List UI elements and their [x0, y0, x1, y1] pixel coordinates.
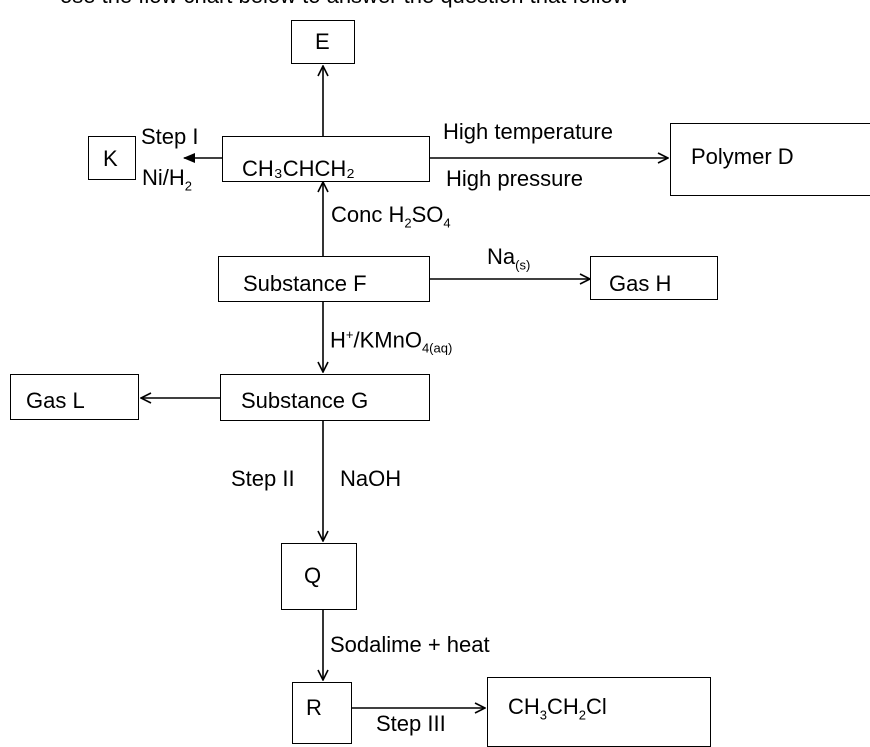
label-step-2: Step II — [231, 466, 295, 491]
node-gas-h: Gas H — [590, 256, 718, 300]
node-k: K — [88, 136, 136, 180]
node-substance-f: Substance F — [218, 256, 430, 302]
label-step-3: Step III — [376, 711, 446, 736]
node-e: E — [291, 20, 355, 64]
label-step-1: Step I — [141, 124, 199, 149]
label-naoh: NaOH — [340, 466, 402, 491]
node-gas-l: Gas L — [10, 374, 139, 420]
node-q: Q — [281, 543, 357, 610]
node-polymer-d: Polymer D — [670, 123, 870, 196]
label-na: Na(s) — [487, 244, 531, 273]
header-fragment: ose the flow chart below to answer the q… — [0, 0, 870, 10]
node-main-compound: CH₃CHCH₂ — [222, 136, 430, 182]
label-h-kmno4: H+/KMnO4(aq) — [330, 327, 453, 356]
label-high-pressure: High pressure — [446, 166, 583, 191]
node-substance-g: Substance G — [220, 374, 430, 421]
label-sodalime-heat: Sodalime + heat — [330, 632, 490, 657]
node-r: R — [292, 682, 352, 744]
label-high-temperature: High temperature — [443, 119, 613, 144]
label-conc-h2so4: Conc H2SO4 — [331, 202, 451, 231]
node-product: CH3CH2Cl — [487, 677, 711, 747]
label-ni-h2: Ni/H2 — [142, 165, 193, 194]
